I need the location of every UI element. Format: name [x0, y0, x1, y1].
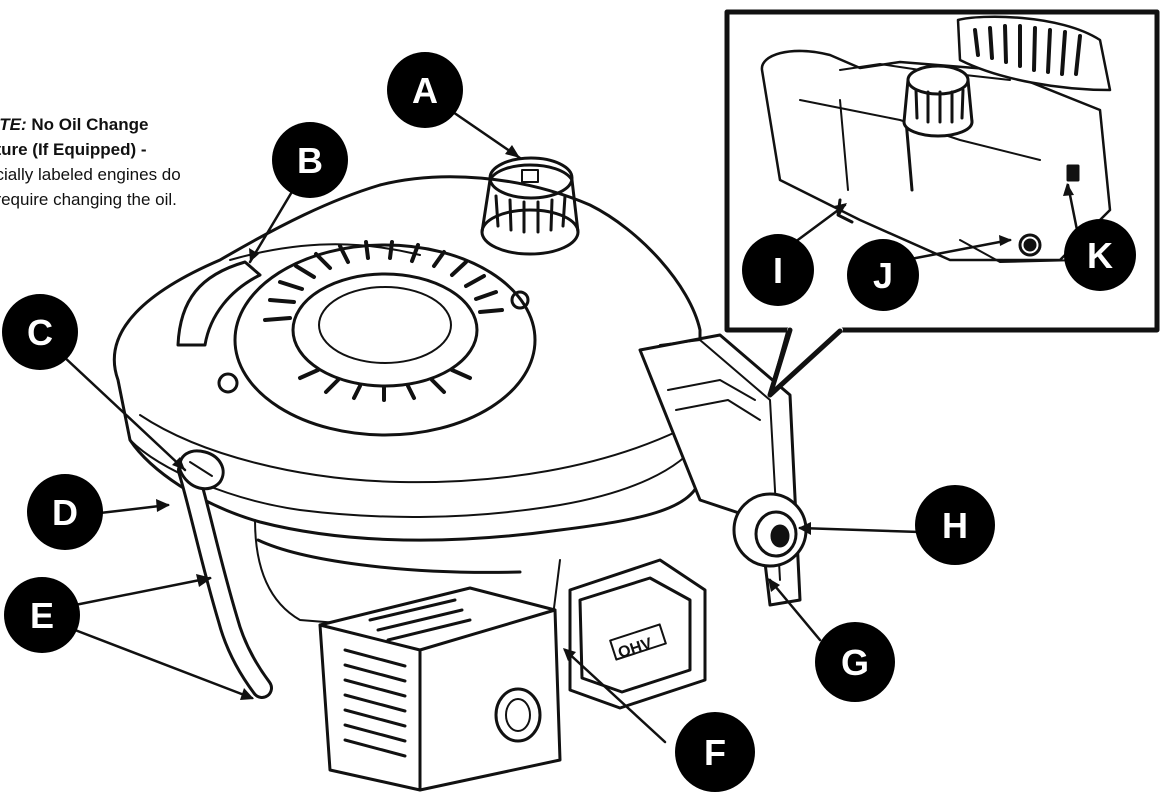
callout-F-label: F: [704, 732, 726, 773]
callout-C-label: C: [27, 312, 53, 353]
callout-G-label: G: [841, 642, 869, 683]
note-heading-2: ature (If Equipped) -: [0, 140, 147, 159]
callout-I-label: I: [773, 250, 783, 291]
callout-H-label: H: [942, 505, 968, 546]
callout-D-label: D: [52, 492, 78, 533]
callout-E: E: [4, 577, 80, 653]
output-shaft: [732, 492, 808, 568]
inset-detail: [760, 15, 1112, 263]
callout-A: A: [387, 52, 463, 128]
callout-G: G: [815, 622, 895, 702]
callout-E-label: E: [30, 595, 54, 636]
callout-I: I: [742, 234, 814, 306]
callout-J: J: [847, 239, 919, 311]
engine-shroud: [112, 175, 702, 542]
no-oil-change-note: OTE: No Oil Change ature (If Equipped) -…: [0, 112, 246, 212]
callout-K-label: K: [1087, 235, 1113, 276]
callout-F: F: [675, 712, 755, 792]
callout-J-label: J: [873, 255, 893, 296]
callout-D: D: [27, 474, 103, 550]
callout-K: K: [1064, 219, 1136, 291]
oil-fill-cap: [480, 156, 580, 256]
callout-H: H: [915, 485, 995, 565]
callout-A-label: A: [412, 70, 438, 111]
recoil-starter: [233, 243, 537, 437]
note-line-2: t require changing the oil.: [0, 190, 177, 209]
muffler: [318, 586, 562, 792]
note-line-1: ecially labeled engines do: [0, 165, 181, 184]
callout-B-label: B: [297, 140, 323, 181]
callout-B: B: [272, 122, 348, 198]
callout-C: C: [2, 294, 78, 370]
fuel-tank: [638, 333, 802, 607]
ignition-cover: OHV: [568, 558, 707, 710]
note-heading: OTE: No Oil Change: [0, 115, 149, 134]
